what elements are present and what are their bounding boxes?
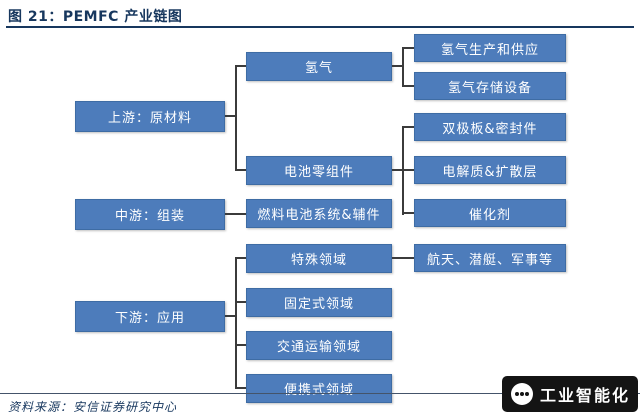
connector-components-to-bipolar bbox=[404, 126, 414, 128]
connector-downstream-stub bbox=[225, 315, 236, 317]
node-electrolyte: 电解质&扩散层 bbox=[414, 156, 566, 184]
wechat-logo-icon bbox=[511, 383, 533, 405]
connector-components-stub bbox=[392, 169, 403, 171]
node-h2-production: 氢气生产和供应 bbox=[414, 34, 566, 62]
node-electrolyte-label: 电解质&扩散层 bbox=[442, 164, 538, 180]
node-downstream: 下游：应用 bbox=[75, 301, 225, 332]
connector-downstream-to-portable bbox=[236, 387, 246, 389]
connector-upstream-bracket bbox=[235, 65, 237, 171]
node-downstream-label: 下游：应用 bbox=[114, 311, 185, 326]
node-upstream-label: 上游：原材料 bbox=[107, 111, 192, 126]
node-hydrogen: 氢气 bbox=[246, 52, 392, 81]
connector-hydrogen-stub bbox=[392, 65, 403, 67]
node-h2-production-label: 氢气生产和供应 bbox=[440, 42, 539, 58]
node-h2-storage: 氢气存储设备 bbox=[414, 72, 566, 100]
node-upstream: 上游：原材料 bbox=[75, 101, 225, 132]
connector-upstream-to-hydrogen bbox=[236, 65, 246, 67]
node-transport: 交通运输领域 bbox=[246, 331, 392, 360]
connector-downstream-to-transport bbox=[236, 344, 246, 346]
node-midstream-label: 中游：组装 bbox=[114, 209, 185, 224]
title-divider bbox=[6, 26, 634, 28]
node-aerospace-label: 航天、潜艇、军事等 bbox=[426, 252, 553, 268]
source-note: 资料来源：安信证券研究中心 bbox=[8, 400, 178, 414]
node-portable: 便携式领域 bbox=[246, 374, 392, 403]
watermark-badge: 工业智能化 bbox=[502, 376, 638, 412]
connector-upstream-stub bbox=[225, 115, 237, 117]
node-stationary: 固定式领域 bbox=[246, 288, 392, 317]
node-catalyst-label: 催化剂 bbox=[468, 207, 511, 223]
node-hydrogen-label: 氢气 bbox=[304, 61, 333, 76]
connector-downstream-to-special bbox=[236, 257, 246, 259]
node-portable-label: 便携式领域 bbox=[283, 383, 354, 398]
node-h2-storage-label: 氢气存储设备 bbox=[447, 80, 532, 96]
connector-components-to-catalyst bbox=[404, 212, 414, 214]
figure-title: 图 21：PEMFC 产业链图 bbox=[8, 9, 183, 25]
connector-hydrogen-to-storage bbox=[404, 85, 414, 87]
node-components-label: 电池零组件 bbox=[283, 165, 354, 180]
node-aerospace: 航天、潜艇、军事等 bbox=[414, 244, 566, 272]
node-system-label: 燃料电池系统&辅件 bbox=[257, 208, 381, 223]
node-system: 燃料电池系统&辅件 bbox=[246, 199, 392, 228]
connector-components-bracket bbox=[402, 126, 404, 215]
connector-hydrogen-to-production bbox=[404, 47, 414, 49]
footer-divider bbox=[0, 393, 640, 394]
watermark-label: 工业智能化 bbox=[540, 386, 631, 405]
connector-hydrogen-bracket bbox=[402, 47, 404, 87]
node-special: 特殊领域 bbox=[246, 244, 392, 273]
node-components: 电池零组件 bbox=[246, 156, 392, 185]
node-bipolar: 双极板&密封件 bbox=[414, 113, 566, 141]
node-special-label: 特殊领域 bbox=[290, 253, 347, 268]
node-transport-label: 交通运输领域 bbox=[276, 340, 361, 355]
node-bipolar-label: 双极板&密封件 bbox=[442, 121, 538, 137]
connector-upstream-to-components bbox=[236, 169, 246, 171]
node-catalyst: 催化剂 bbox=[414, 199, 566, 227]
connector-special-to-aerospace bbox=[392, 257, 414, 259]
connector-midstream-to-system bbox=[225, 213, 246, 215]
node-midstream: 中游：组装 bbox=[75, 199, 225, 230]
connector-components-to-electrolyte bbox=[404, 169, 414, 171]
connector-downstream-to-stationary bbox=[236, 301, 246, 303]
connector-downstream-bracket bbox=[235, 257, 237, 389]
node-stationary-label: 固定式领域 bbox=[283, 297, 354, 312]
